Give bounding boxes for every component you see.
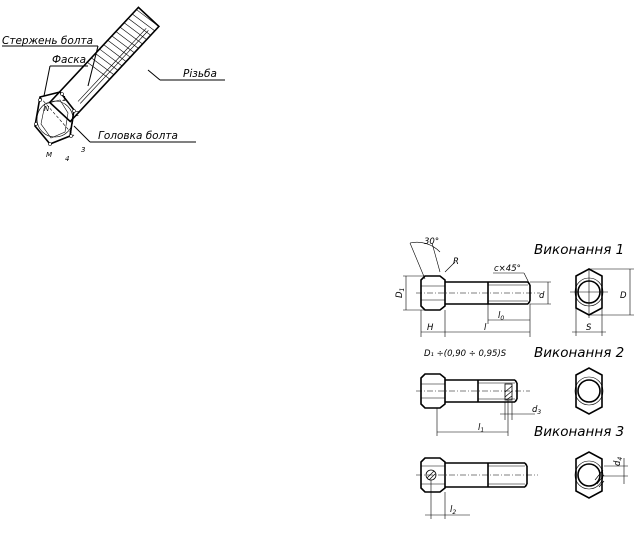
d1-subscript: 1 xyxy=(399,288,406,292)
v2-shank-circle xyxy=(577,379,601,403)
l2-label: l xyxy=(450,505,453,515)
thread-label: Різьба xyxy=(183,68,217,80)
l1-label: l xyxy=(478,423,481,433)
h-label: H xyxy=(427,323,434,333)
l0-label: l xyxy=(498,311,501,321)
point-1-label: 1 xyxy=(62,95,66,103)
v3-shank-circle xyxy=(577,463,601,487)
d4-label: d xyxy=(613,460,623,466)
l0-subscript: 0 xyxy=(500,315,504,322)
v2-head xyxy=(420,373,446,409)
chamfer-dim-label: c×45° xyxy=(494,264,521,274)
svg-text:d4: d4 xyxy=(613,457,624,466)
variant-1-title: Виконання 1 xyxy=(534,242,624,258)
angle-30-label: 30° xyxy=(424,237,439,247)
d-outer-label: D xyxy=(620,291,627,301)
chamfer-label: Фаска xyxy=(52,54,86,66)
variant-3-title: Виконання 3 xyxy=(534,424,624,440)
v2-hex-view xyxy=(575,367,603,415)
point-2-label: 2 xyxy=(75,110,80,118)
variant-2-drawing: Виконання 2 d3 l1 xyxy=(416,345,624,436)
v1-head xyxy=(420,275,446,311)
d4-subscript: 4 xyxy=(617,457,624,461)
variant-2-title: Виконання 2 xyxy=(534,345,624,361)
svg-text:l2: l2 xyxy=(450,505,456,516)
svg-text:D1: D1 xyxy=(395,288,406,298)
shank-label: Стержень болта xyxy=(2,35,93,47)
variant-3-drawing: Виконання 3 l2 d4 xyxy=(416,424,628,519)
svg-text:l0: l0 xyxy=(498,311,504,322)
head-label: Головка болта xyxy=(98,130,178,142)
bolt-perspective-sketch: N 1 2 3 4 M Стержень болта Фаска Різьба … xyxy=(2,6,225,163)
d1-label: D xyxy=(395,291,405,298)
svg-text:l1: l1 xyxy=(478,423,484,434)
l1-subscript: 1 xyxy=(480,427,484,434)
d-label: d xyxy=(539,291,545,301)
bolt-thread-lines xyxy=(87,9,160,80)
point-4-label: 4 xyxy=(65,155,69,163)
s-label: S xyxy=(586,323,592,333)
d3-label: d xyxy=(532,405,538,415)
bolt-shank xyxy=(48,6,161,123)
d3-subscript: 3 xyxy=(537,409,541,416)
formula-label: D₁ ÷(0,90 ÷ 0,95)S xyxy=(424,349,507,359)
variant-1-drawing: Виконання 1 30° R c×45° D1 xyxy=(395,237,634,359)
v3-head xyxy=(420,457,446,493)
svg-text:d3: d3 xyxy=(532,405,541,416)
radius-label: R xyxy=(453,257,459,267)
point-n-label: N xyxy=(44,105,50,113)
l2-subscript: 2 xyxy=(452,509,456,516)
l-label: l xyxy=(484,323,487,333)
v3-hex-view xyxy=(575,451,603,499)
point-m-label: M xyxy=(46,151,52,159)
point-3-label: 3 xyxy=(81,146,85,154)
